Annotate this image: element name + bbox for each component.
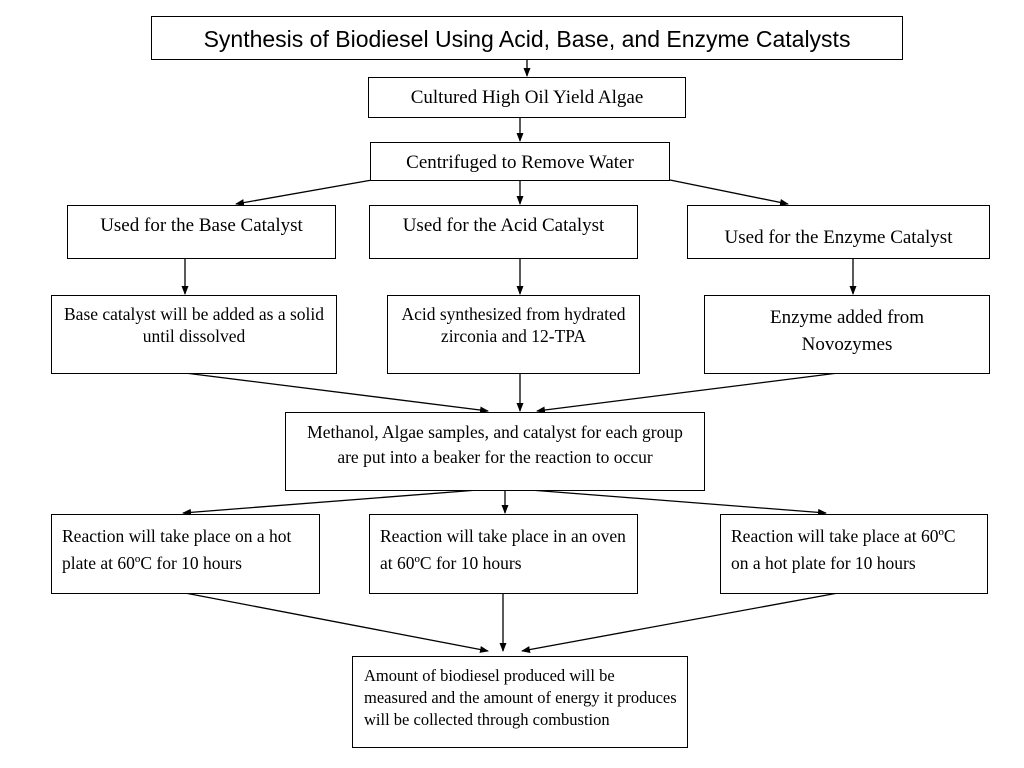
node-acid-reaction: Reaction will take place in an oven at 6… <box>369 514 638 594</box>
arrow-mix-to-base-reaction <box>182 489 479 516</box>
arrow-mix-to-enzyme-reaction <box>529 489 827 516</box>
node-acid-prep: Acid synthesized from hydrated zirconia … <box>387 295 640 374</box>
node-centrifuged: Centrifuged to Remove Water <box>370 142 670 181</box>
arrow-enzyme-prep-to-mix <box>536 372 839 414</box>
arrow-centrifuged-to-enzyme <box>669 179 789 206</box>
diagram-title: Synthesis of Biodiesel Using Acid, Base,… <box>151 16 903 60</box>
node-acid-use: Used for the Acid Catalyst <box>369 205 638 259</box>
arrow-base-reaction-to-final <box>184 592 489 653</box>
node-base-reaction: Reaction will take place on a hot plate … <box>51 514 320 594</box>
node-base-prep: Base catalyst will be added as a solid u… <box>51 295 337 374</box>
node-enzyme-use: Used for the Enzyme Catalyst <box>687 205 990 259</box>
node-enzyme-prep: Enzyme added from Novozymes <box>704 295 990 374</box>
arrow-base-prep-to-mix <box>184 372 489 414</box>
arrow-centrifuged-to-base <box>235 179 373 207</box>
node-final: Amount of biodiesel produced will be mea… <box>352 656 688 748</box>
node-cultured-algae: Cultured High Oil Yield Algae <box>368 77 686 118</box>
node-base-use: Used for the Base Catalyst <box>67 205 336 259</box>
node-enzyme-reaction: Reaction will take place at 60ºC on a ho… <box>720 514 988 594</box>
arrow-enzyme-reaction-to-final <box>521 592 839 653</box>
node-mix: Methanol, Algae samples, and catalyst fo… <box>285 412 705 491</box>
